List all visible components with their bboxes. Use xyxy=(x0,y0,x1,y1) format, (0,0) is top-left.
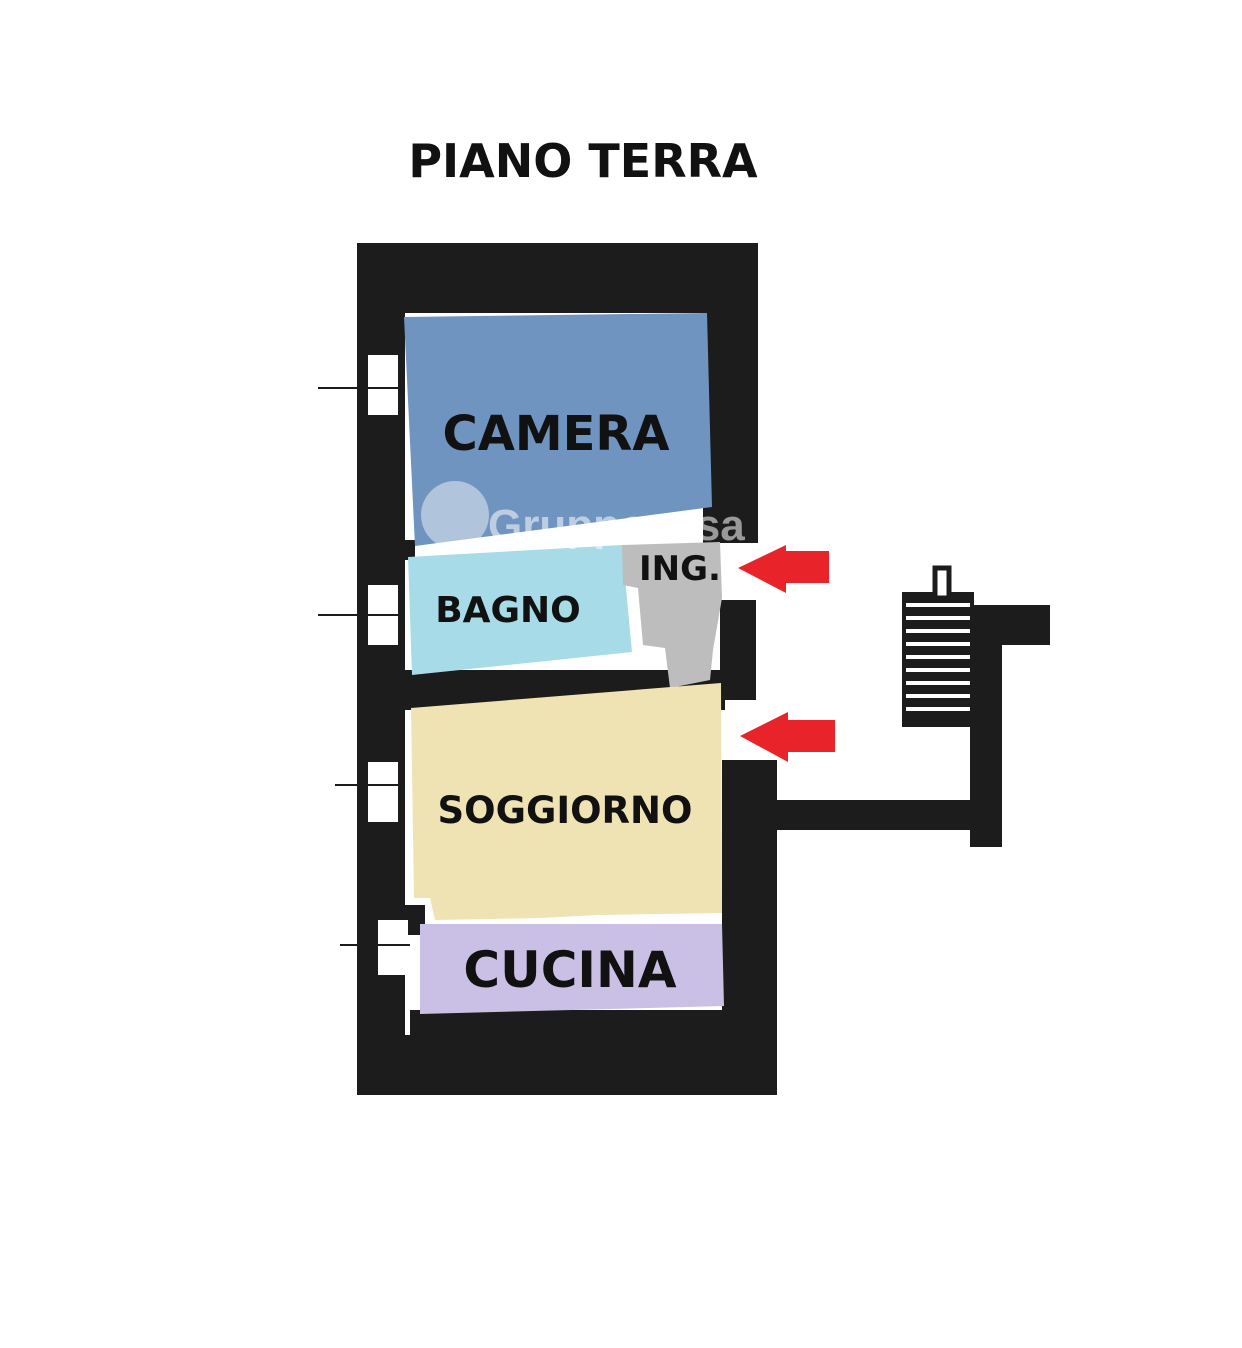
watermark: Gruppocasa xyxy=(421,481,745,550)
room-ingresso xyxy=(622,542,722,688)
room-cucina xyxy=(420,924,724,1014)
room-soggiorno xyxy=(411,683,722,920)
window-lines xyxy=(318,387,410,946)
label-bagno: BAGNO xyxy=(435,590,581,631)
watermark-logo-icon xyxy=(421,481,489,549)
watermark-text: Gruppocasa xyxy=(488,501,745,550)
room-bagno xyxy=(408,545,632,675)
entrance-arrow-icon xyxy=(740,712,835,762)
label-cucina: CUCINA xyxy=(463,941,676,999)
label-soggiorno: SOGGIORNO xyxy=(438,789,693,832)
label-camera: CAMERA xyxy=(442,406,669,462)
plan-title: PIANO TERRA xyxy=(408,134,758,188)
staircase xyxy=(902,565,974,727)
room-camera xyxy=(404,313,712,546)
label-ingresso: ING. xyxy=(639,549,721,589)
entrance-arrow-icon xyxy=(738,545,829,593)
